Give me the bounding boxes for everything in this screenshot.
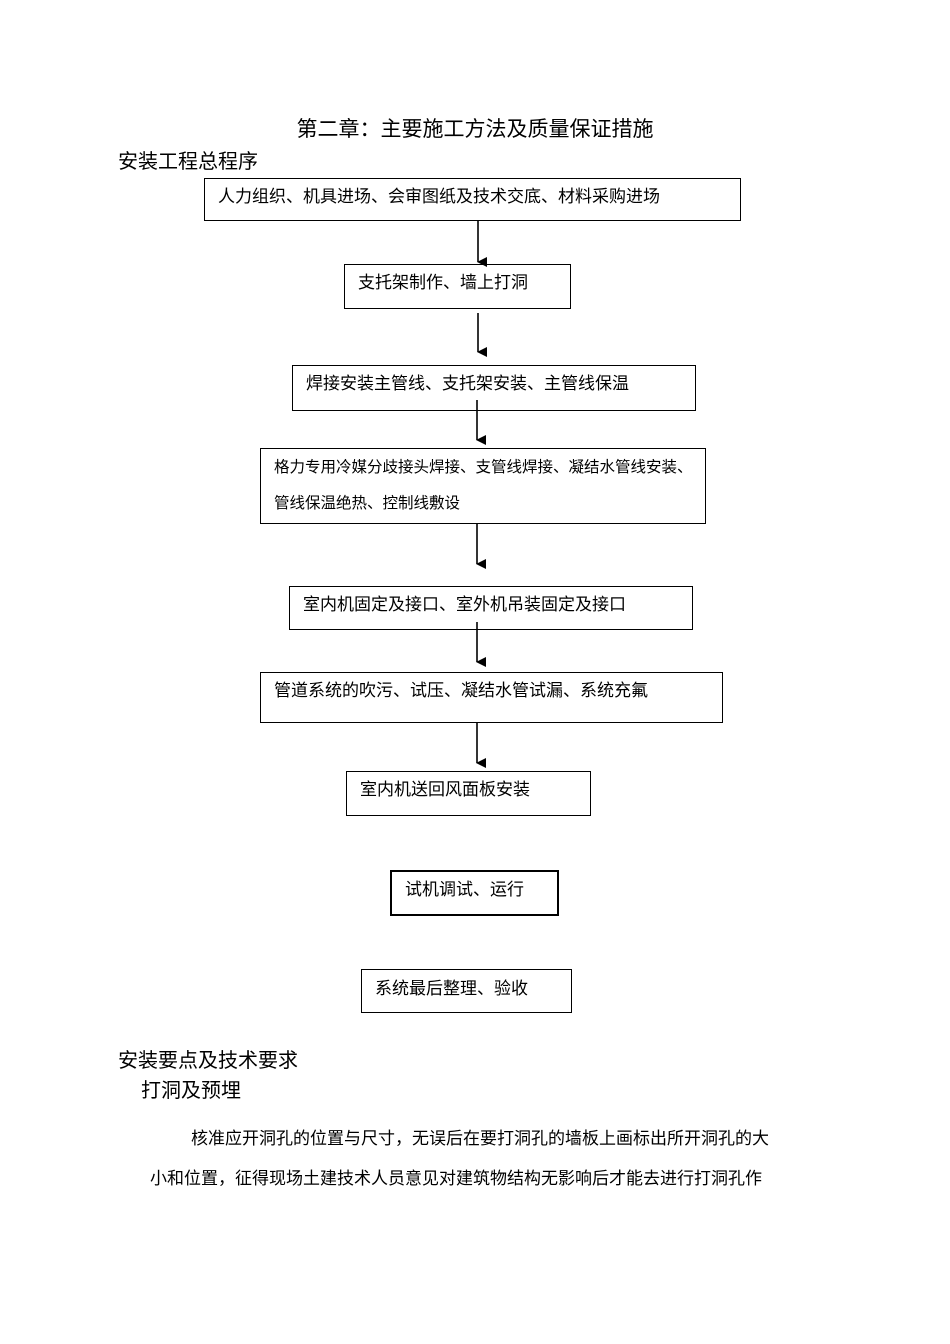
chapter-title: 第二章：主要施工方法及质量保证措施 <box>296 117 654 141</box>
flow-step-3: 焊接安装主管线、支托架安装、主管线保温 <box>292 365 696 411</box>
flow-step-4: 格力专用冷媒分歧接头焊接、支管线焊接、凝结水管线安装、管线保温绝热、控制线敷设 <box>260 448 706 524</box>
flow-step-1: 人力组织、机具进场、会审图纸及技术交底、材料采购进场 <box>204 178 741 221</box>
flow-step-5-label: 室内机固定及接口、室外机吊装固定及接口 <box>303 595 626 615</box>
flow-step-7: 室内机送回风面板安装 <box>346 771 591 816</box>
flow-step-2: 支托架制作、墙上打洞 <box>344 264 571 309</box>
paragraph-line-1: 核准应开洞孔的位置与尺寸，无误后在要打洞孔的墙板上画标出所开洞孔的大 <box>191 1129 769 1149</box>
flow-step-8: 试机调试、运行 <box>390 870 559 916</box>
subsubsection-title: 打洞及预埋 <box>141 1078 241 1102</box>
flow-step-4-label: 格力专用冷媒分歧接头焊接、支管线焊接、凝结水管线安装、管线保温绝热、控制线敷设 <box>274 458 693 512</box>
flow-step-9-label: 系统最后整理、验收 <box>375 979 528 999</box>
flow-step-8-label: 试机调试、运行 <box>405 880 524 900</box>
flow-step-6-label: 管道系统的吹污、试压、凝结水管试漏、系统充氟 <box>274 681 648 701</box>
flow-step-7-label: 室内机送回风面板安装 <box>360 780 530 800</box>
flow-step-9: 系统最后整理、验收 <box>361 969 572 1013</box>
flow-step-5: 室内机固定及接口、室外机吊装固定及接口 <box>289 586 693 630</box>
section-title: 安装工程总程序 <box>118 149 258 173</box>
flow-step-2-label: 支托架制作、墙上打洞 <box>358 273 528 293</box>
flow-step-1-label: 人力组织、机具进场、会审图纸及技术交底、材料采购进场 <box>218 187 660 207</box>
subsection-title: 安装要点及技术要求 <box>118 1048 298 1072</box>
flow-step-3-label: 焊接安装主管线、支托架安装、主管线保温 <box>306 374 629 394</box>
paragraph-line-2: 小和位置，征得现场土建技术人员意见对建筑物结构无影响后才能去进行打洞孔作 <box>150 1169 762 1189</box>
flow-step-6: 管道系统的吹污、试压、凝结水管试漏、系统充氟 <box>260 672 723 723</box>
